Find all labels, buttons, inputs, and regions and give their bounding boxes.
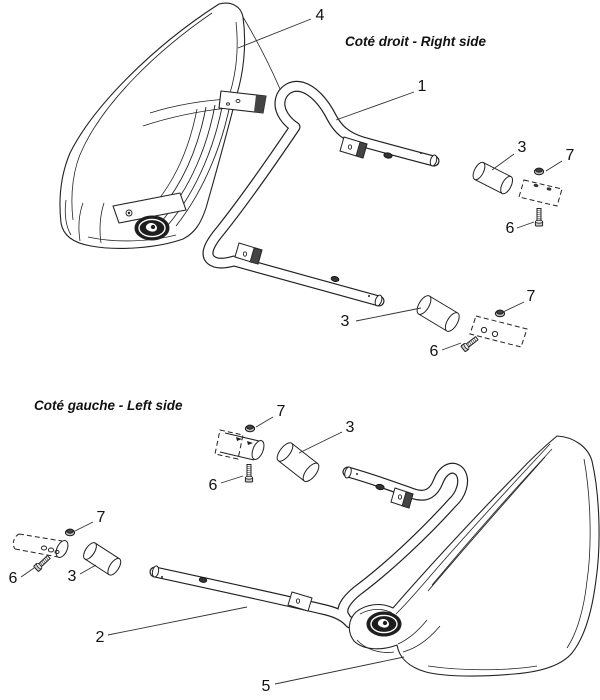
mount-plate-top-dashed bbox=[518, 179, 563, 207]
callout-spacer-left-b: 3 bbox=[67, 568, 77, 585]
callout-bolt-left-b: 6 bbox=[8, 570, 18, 587]
nut-mid bbox=[494, 309, 506, 318]
bolt-left-a bbox=[244, 464, 254, 483]
left-frame-part-2 bbox=[149, 462, 469, 629]
bolt-mid bbox=[460, 334, 480, 353]
mount-plate-left-a-dashed bbox=[214, 429, 265, 461]
callout-nut-left-b: 7 bbox=[96, 509, 106, 526]
mount-plate-mid-dashed bbox=[469, 315, 528, 348]
callout-spacer-left-a: 3 bbox=[345, 419, 355, 436]
callout-left-fender: 5 bbox=[261, 678, 271, 695]
nut-left-b bbox=[64, 528, 76, 537]
mount-sleeve-left-b-dashed bbox=[12, 533, 69, 558]
callout-nut-left-a: 7 bbox=[276, 403, 286, 420]
right-frame-part-1 bbox=[202, 80, 440, 307]
right-fender-part-4 bbox=[59, 2, 281, 249]
callout-right-frame: 1 bbox=[417, 78, 427, 95]
spacer-bushing-left-b bbox=[83, 542, 122, 576]
leader-lines bbox=[20, 18, 563, 685]
callout-spacer-mid: 3 bbox=[340, 313, 350, 330]
callout-bolt-mid: 6 bbox=[429, 343, 439, 360]
bolt-left-b bbox=[33, 553, 52, 573]
spacer-bushing-mid bbox=[416, 295, 460, 332]
callout-nut-mid: 7 bbox=[526, 288, 536, 305]
callout-right-fender: 4 bbox=[315, 7, 325, 24]
callout-bolt-left-a: 6 bbox=[208, 477, 218, 494]
callout-nut-top: 7 bbox=[565, 147, 575, 164]
bolt-top bbox=[534, 208, 544, 227]
callout-bolt-top: 6 bbox=[505, 220, 515, 237]
right-side-title: Coté droit - Right side bbox=[345, 34, 486, 49]
left-fender-part-5 bbox=[348, 435, 600, 677]
spacer-bushing-top bbox=[472, 161, 514, 195]
nut-top bbox=[533, 167, 545, 176]
callout-left-frame: 2 bbox=[95, 629, 105, 646]
callout-spacer-top: 3 bbox=[517, 139, 527, 156]
spacer-bushing-left-a bbox=[276, 442, 320, 483]
nut-left-a bbox=[244, 424, 256, 433]
left-side-title: Coté gauche - Left side bbox=[34, 398, 183, 413]
